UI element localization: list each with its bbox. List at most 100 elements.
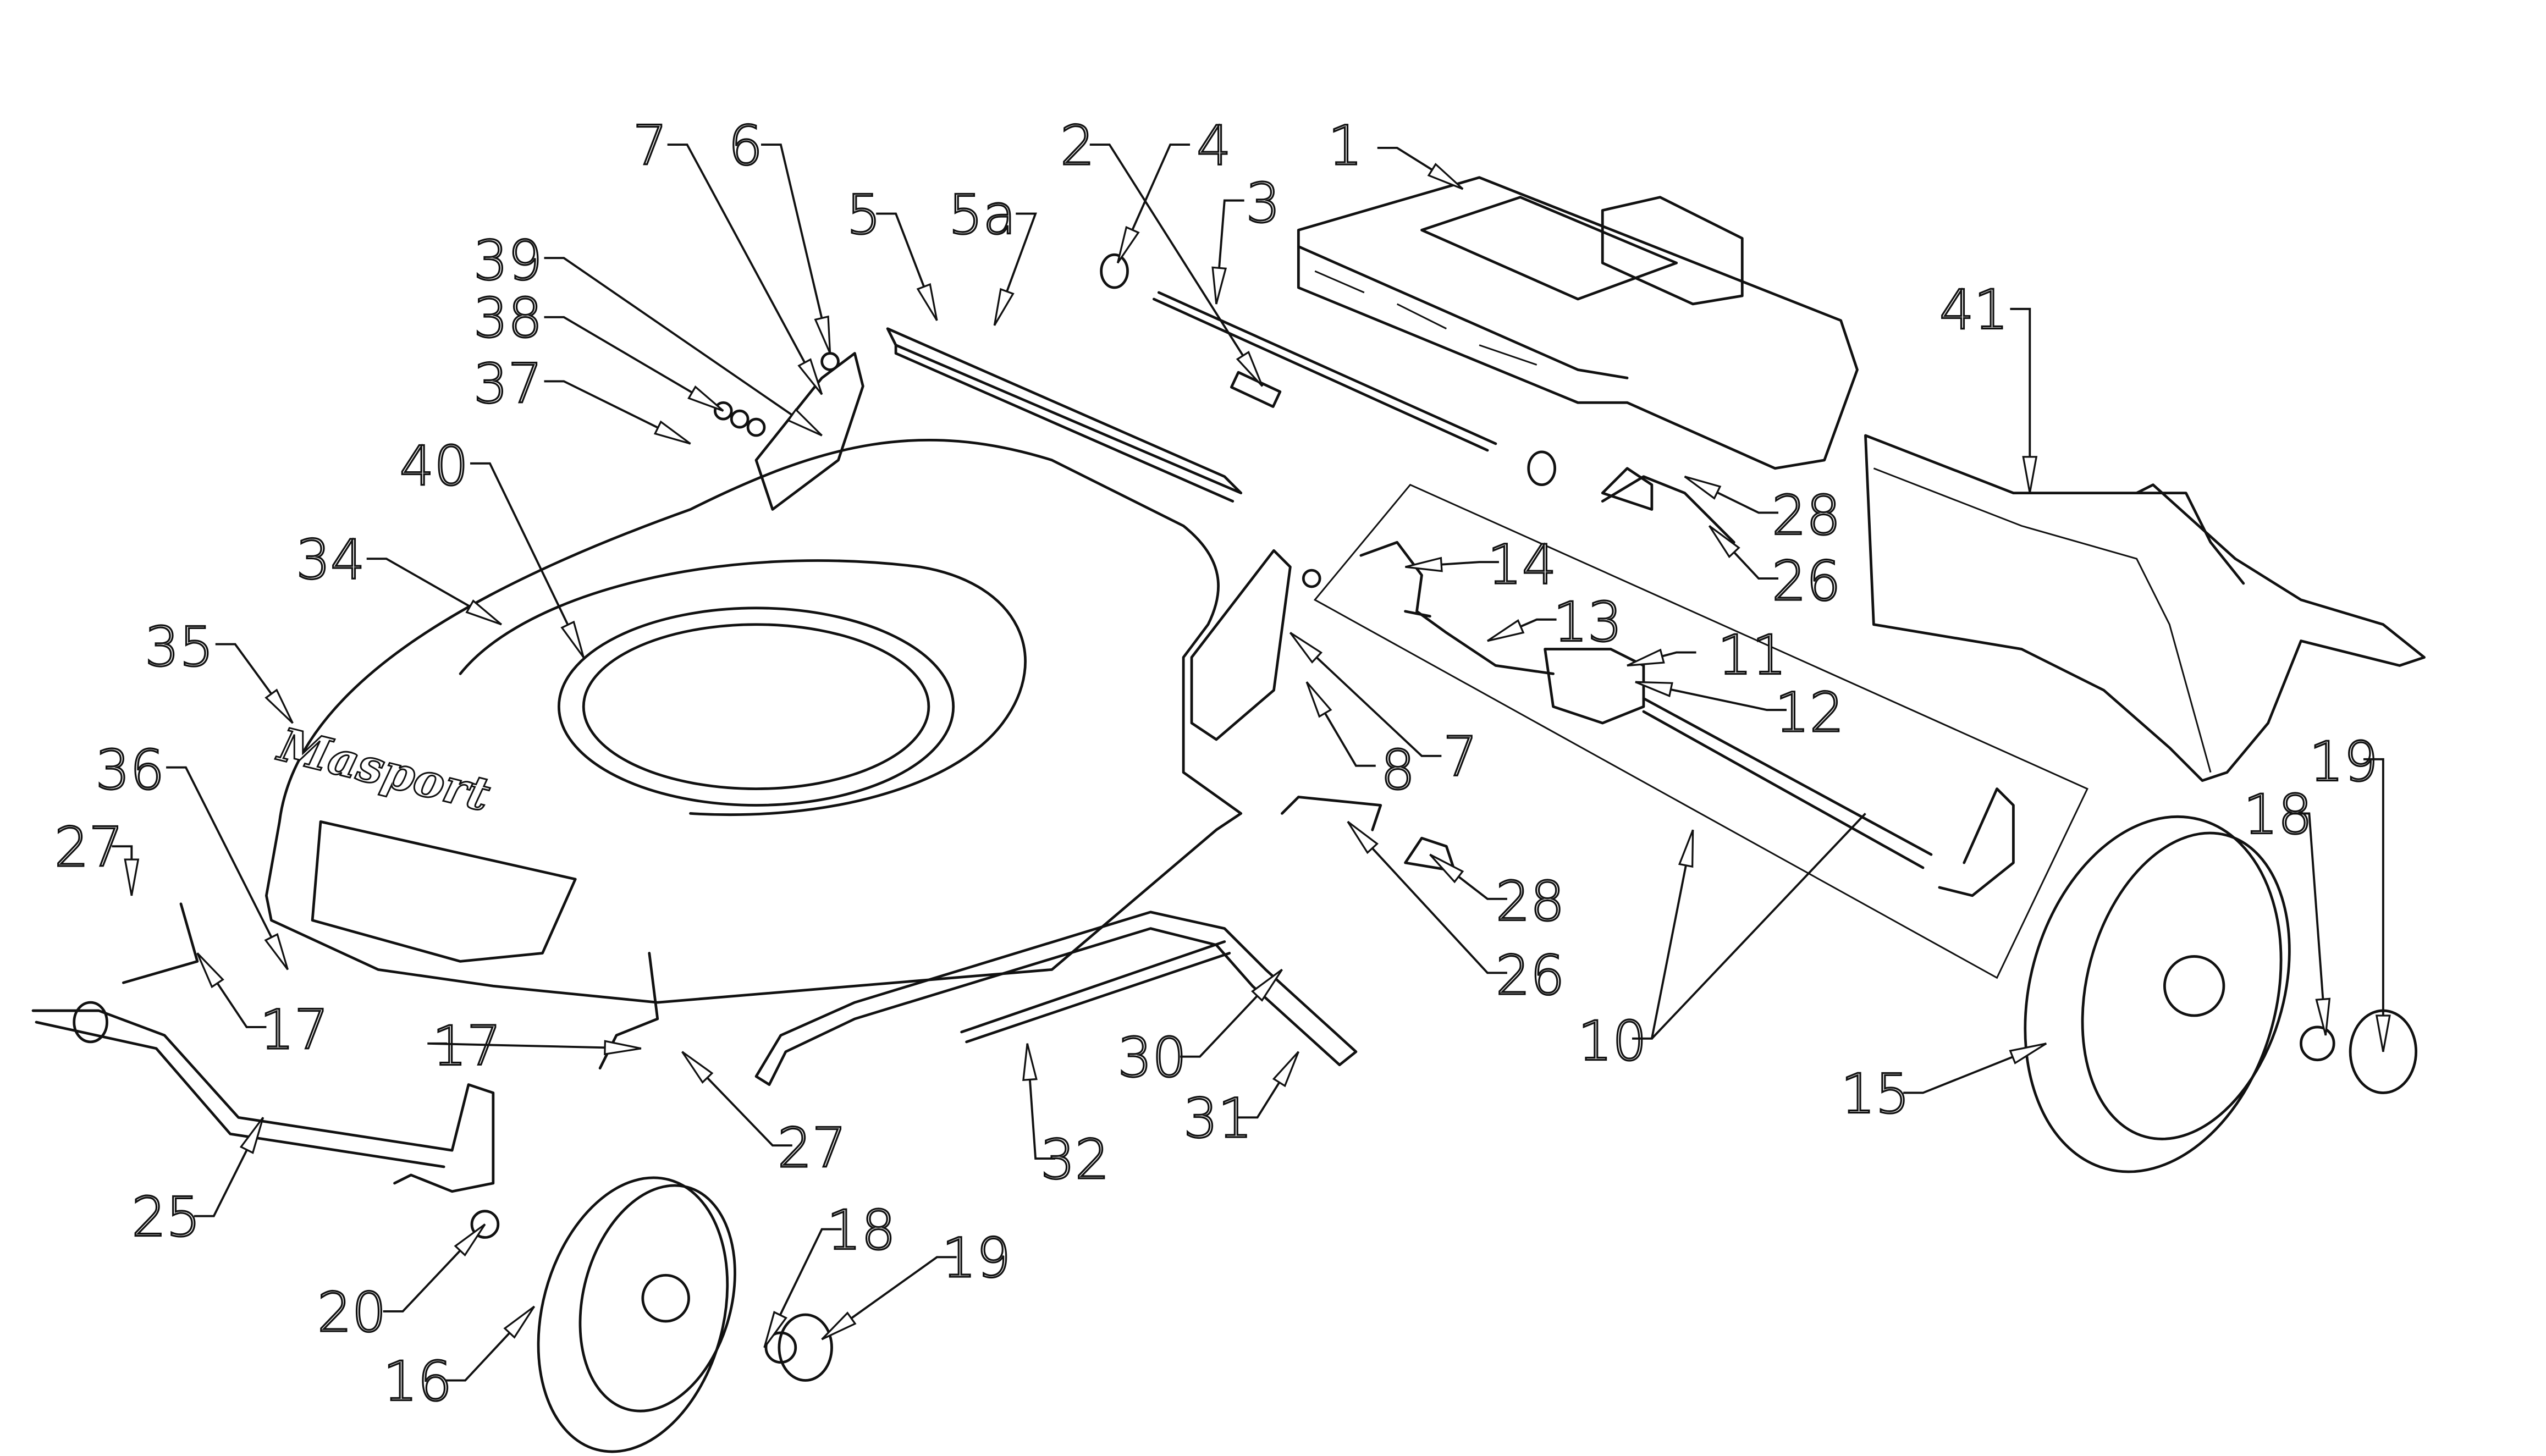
callout-5: 5: [846, 183, 938, 321]
washer-part: [470, 1210, 500, 1239]
callout-20: 20: [316, 1223, 486, 1345]
hinge-rod-part: [1152, 291, 1497, 452]
callout-27: 27: [53, 815, 140, 896]
callout-8: 8: [1305, 681, 1416, 803]
callout-26: 26: [1347, 821, 1566, 1008]
callout-label: 34: [296, 528, 365, 592]
arrowhead: [1211, 266, 1227, 305]
callout-label: 19: [942, 1227, 1011, 1290]
callout-36: 36: [95, 738, 289, 970]
callout-label: 18: [827, 1199, 896, 1262]
leader-line: [1089, 144, 1264, 387]
callout-18: 18: [2242, 782, 2331, 1036]
callout-17: 17: [427, 1014, 642, 1079]
arrowhead: [1627, 648, 1665, 667]
leader-line: [1635, 681, 1787, 712]
leader-line: [544, 316, 724, 412]
arrowhead: [814, 315, 831, 354]
arrowhead: [239, 1117, 264, 1154]
callout-2: 2: [1059, 113, 1264, 387]
arrowhead: [1116, 225, 1140, 264]
callout-label: 7: [1443, 726, 1478, 789]
height-adjust-block-part: [1544, 648, 1645, 725]
arrowhead: [1236, 350, 1264, 387]
callout-15: 15: [1840, 1043, 2047, 1127]
right-bracket-part: [1190, 549, 1292, 741]
arrowhead: [2375, 1014, 2391, 1052]
leader-line: [427, 1042, 641, 1050]
arrowhead: [1427, 163, 1464, 190]
arrowhead: [763, 1311, 787, 1348]
callout-label: 10: [1578, 1010, 1646, 1073]
callout-31: 31: [1182, 1051, 1299, 1151]
callout-label: 28: [1496, 870, 1564, 934]
callout-6: 6: [728, 113, 831, 354]
leader-line: [366, 558, 502, 626]
callout-30: 30: [1117, 969, 1283, 1090]
callout-26: 26: [1709, 525, 1842, 614]
arrowhead: [503, 1305, 535, 1339]
callout-label: 18: [2244, 783, 2312, 846]
rear-flap-bar-part: [886, 327, 1243, 503]
arrowhead: [1251, 969, 1283, 1002]
callout-4: 4: [1116, 113, 1232, 264]
arrowhead: [787, 408, 823, 437]
leader-line: [876, 212, 938, 321]
arrowhead: [1429, 853, 1464, 884]
arrowhead: [124, 858, 140, 896]
arrowhead: [1487, 619, 1525, 642]
callout-label: 12: [1775, 681, 1844, 744]
front-axle-part: [31, 1009, 495, 1193]
callout-28: 28: [1684, 475, 1842, 548]
callout-label: 16: [383, 1350, 452, 1413]
callout-40: 40: [399, 434, 585, 658]
callout-label: 8: [1381, 739, 1415, 802]
callout-label: 38: [473, 287, 542, 350]
arrowhead: [2009, 1043, 2047, 1065]
callout-label: 25: [131, 1186, 200, 1249]
callout-label: 13: [1553, 591, 1622, 654]
torsion-spring-part: [122, 902, 659, 1070]
callout-label: 41: [1939, 279, 2008, 342]
leader-line: [1651, 813, 1866, 1040]
leader-line: [1116, 144, 1191, 263]
leader-line: [2289, 812, 2327, 1036]
callout-label: 32: [1040, 1128, 1109, 1192]
arrowhead: [1684, 476, 1722, 500]
callout-label: 7: [633, 114, 668, 178]
callout-41: 41: [1938, 278, 2038, 493]
leader-line: [166, 766, 289, 970]
arrowhead: [1022, 1043, 1038, 1082]
leader-line: [821, 1256, 957, 1341]
callout-27: 27: [681, 1051, 847, 1181]
callout-35: 35: [144, 615, 294, 724]
leader-line: [1289, 632, 1442, 757]
callout-1: 1: [1327, 113, 1464, 190]
arrowhead: [1305, 681, 1332, 718]
callout-25: 25: [131, 1117, 264, 1250]
arrowhead: [1709, 525, 1740, 559]
catcher-lid-part: [1297, 176, 1859, 470]
callout-label: 36: [96, 739, 164, 802]
catcher-body-part: [1864, 434, 2426, 782]
arrowhead: [681, 1051, 714, 1084]
callout-label: 37: [473, 352, 542, 416]
spacer-part: [1527, 450, 1556, 487]
leader-line: [470, 462, 585, 658]
assembly-outline: [1313, 483, 2088, 979]
masport-logo: Masport: [272, 716, 495, 821]
arrowhead: [1635, 681, 1673, 697]
arrowhead: [1347, 821, 1379, 854]
height-lever-part: [1359, 541, 1555, 675]
callout-16: 16: [382, 1305, 535, 1414]
front-wheel-part: [537, 1176, 833, 1453]
callout-12: 12: [1635, 680, 1845, 746]
tension-spring-part: [960, 940, 1231, 1044]
leader-line: [761, 144, 831, 354]
leader-line: [1026, 1043, 1055, 1160]
callout-39: 39: [472, 228, 823, 437]
callout-label: 11: [1717, 624, 1786, 687]
